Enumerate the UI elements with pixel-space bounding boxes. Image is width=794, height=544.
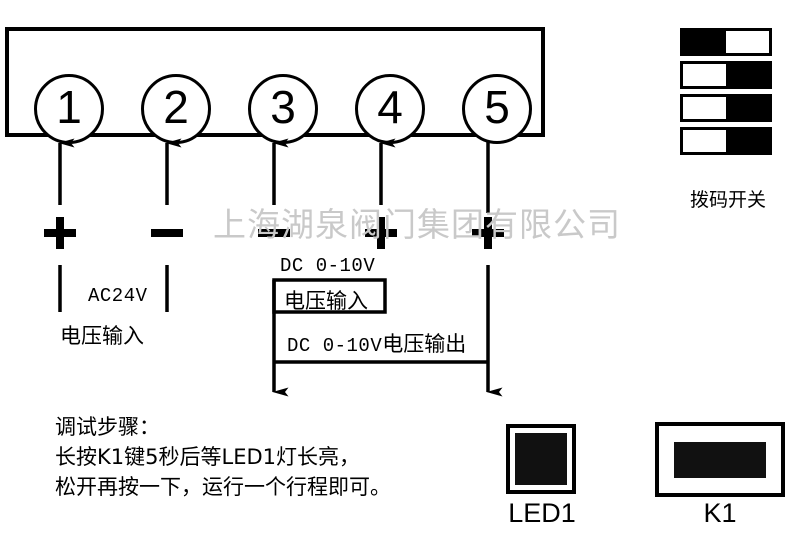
company-watermark: 上海湖泉阀门集团有限公司 — [213, 205, 621, 244]
pin-1-plus-sign — [44, 217, 76, 249]
ac-supply-label: AC24V — [88, 285, 148, 307]
terminal-pin-1[interactable]: 1 — [34, 74, 104, 144]
dip-switch-row-1-left — [683, 31, 726, 53]
analog-output-label: DC 0-10V电压输出 — [287, 328, 466, 358]
pin-4-plus-sign — [365, 217, 397, 249]
led-indicator-lens — [515, 433, 567, 485]
terminal-pin-4-number: 4 — [377, 81, 403, 133]
terminal-pin-5[interactable]: 5 — [462, 74, 532, 144]
terminal-pin-3-number: 3 — [270, 81, 296, 133]
commissioning-instructions: 调试步骤： 长按K1键5秒后等LED1灯长亮， 松开再按一下，运行一个行程即可。 — [55, 412, 391, 502]
terminal-pin-1-number: 1 — [56, 81, 82, 133]
k1-button-cap — [674, 441, 766, 478]
k1-button-caption: K1 — [703, 498, 737, 528]
dip-switch-row-4-left — [683, 130, 726, 152]
dip-switch-row-1[interactable] — [680, 28, 772, 56]
dip-switch-row-1-right — [726, 31, 769, 53]
terminal-pin-2-number: 2 — [163, 81, 189, 133]
led-indicator — [506, 424, 576, 494]
terminal-pin-5-number: 5 — [484, 81, 510, 133]
dip-switch-row-4[interactable] — [680, 127, 772, 155]
k1-button[interactable] — [655, 422, 785, 497]
terminal-pin-2[interactable]: 2 — [141, 74, 211, 144]
instructions-line-1: 长按K1键5秒后等LED1灯长亮， — [55, 445, 360, 469]
analog-output-bracket — [272, 265, 490, 364]
pin-5-plus-sign — [472, 217, 504, 249]
dip-switch-row-2-left — [683, 64, 726, 86]
analog-input-sub-label: 电压输入 — [284, 289, 368, 313]
instructions-line-2: 松开再按一下，运行一个行程即可。 — [55, 475, 391, 499]
dip-switch-row-4-right — [726, 130, 769, 152]
analog-output-cjk-text: 电压输出 — [382, 332, 467, 356]
analog-output-range-text: DC 0-10V — [287, 335, 383, 357]
dip-switch-row-3-left — [683, 97, 726, 119]
analog-input-range-label: DC 0-10V — [280, 255, 376, 277]
instructions-title: 调试步骤： — [55, 415, 160, 439]
dip-switch-label: 拨码开关 — [689, 189, 766, 211]
dip-switch-row-2-right — [726, 64, 769, 86]
dip-switch-row-3[interactable] — [680, 94, 772, 122]
led-indicator-caption: LED1 — [508, 498, 576, 528]
ac-supply-sub-label: 电压输入 — [60, 324, 144, 348]
dip-switch-row-3-right — [726, 97, 769, 119]
dip-switch-row-2[interactable] — [680, 61, 772, 89]
dip-switch[interactable] — [680, 28, 772, 160]
